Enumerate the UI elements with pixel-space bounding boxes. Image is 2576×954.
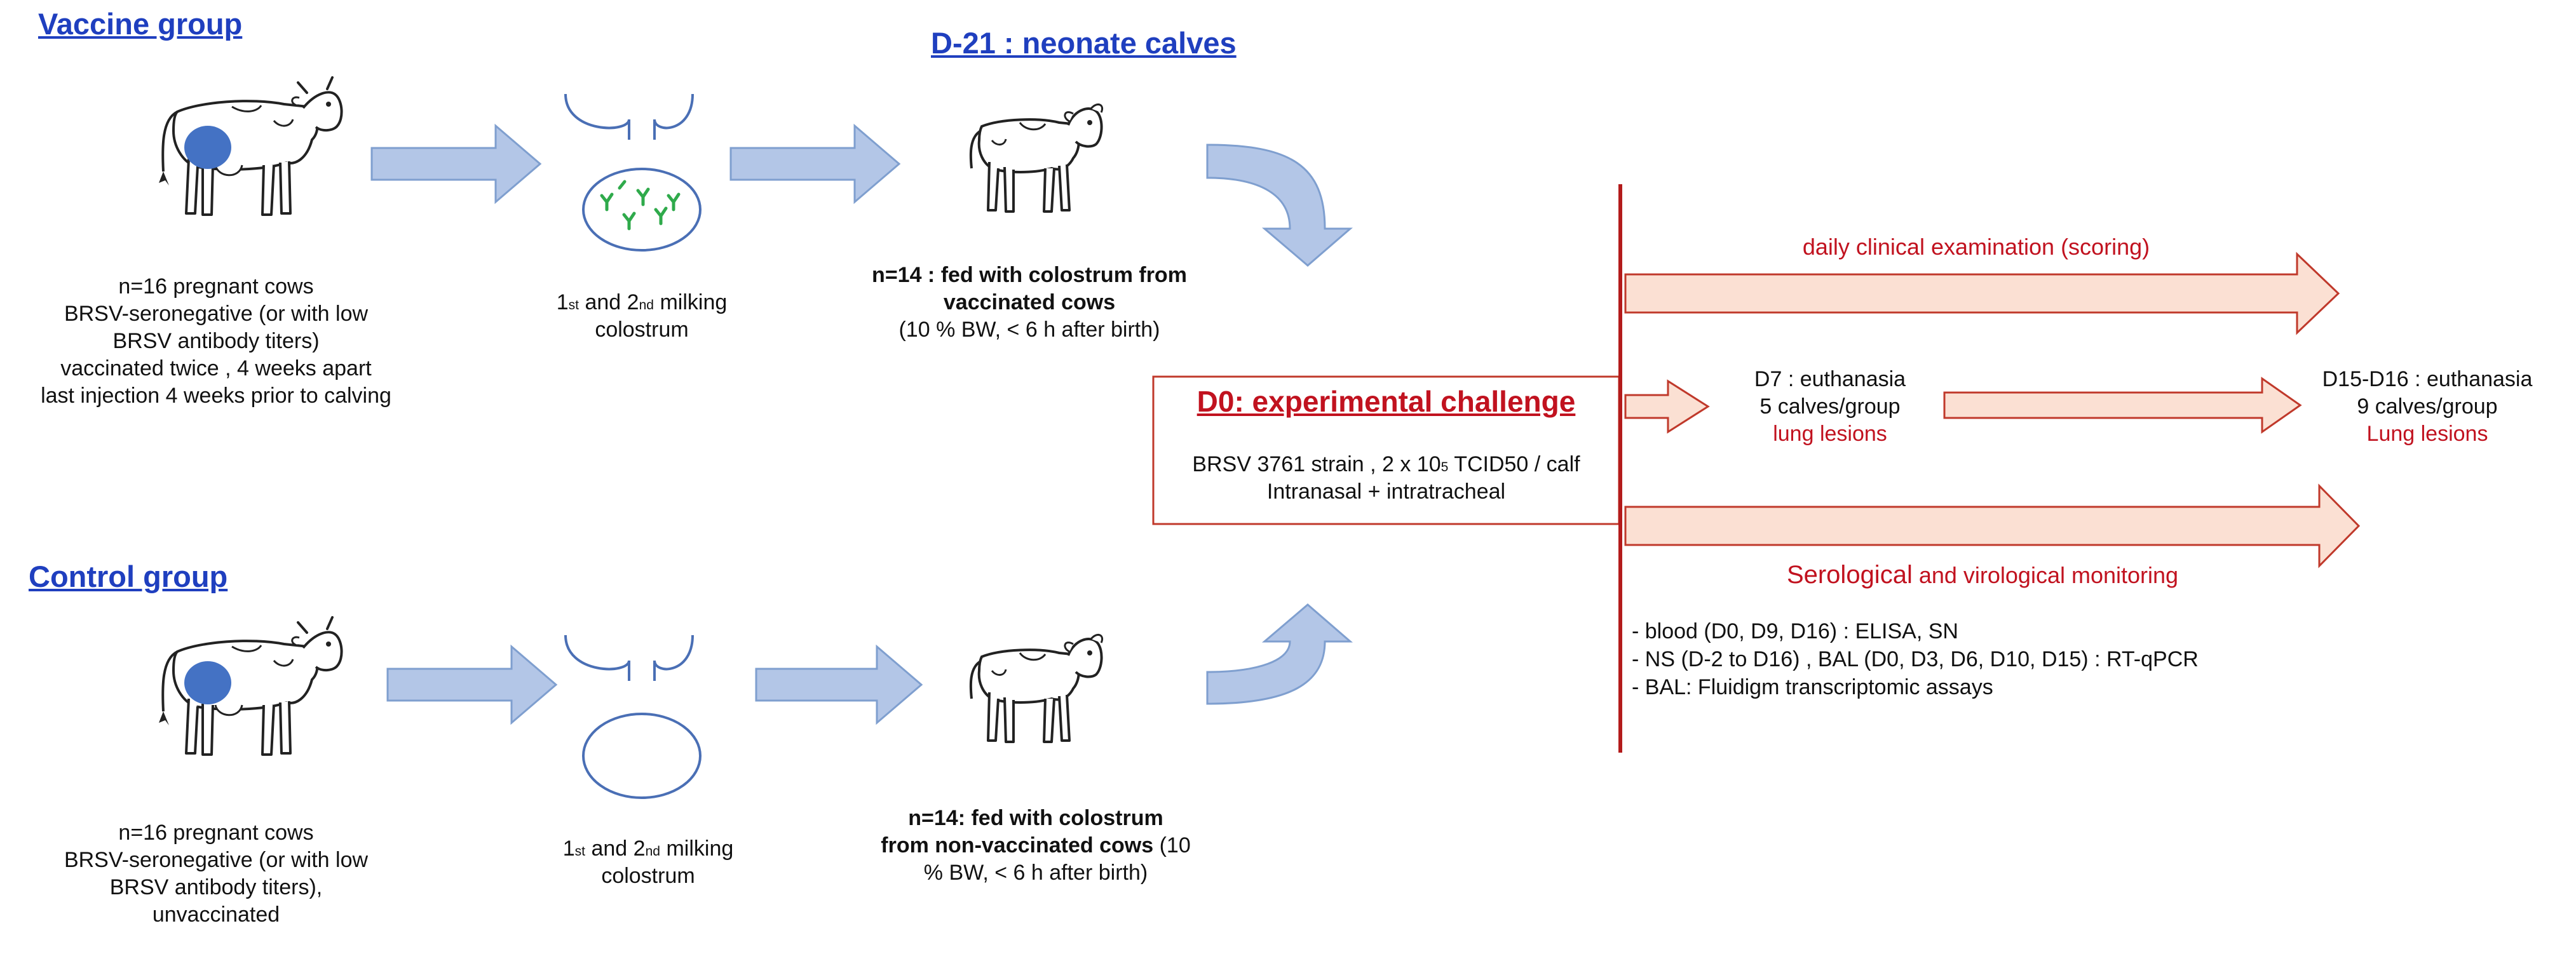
neonate-calves-title: D-21 : neonate calves — [931, 26, 1237, 60]
control-cow-spot — [184, 661, 231, 704]
d7-euthanasia-label: D7 : euthanasia 5 calves/group lung lesi… — [1754, 367, 1906, 446]
vaccine-cows-description: n=16 pregnant cows BRSV-seronegative (or… — [38, 273, 394, 410]
monitoring-item: - NS (D-2 to D16) , BAL (D0, D3, D6, D10… — [1632, 647, 2199, 671]
vaccine-cows-line: BRSV antibody titers) — [112, 329, 320, 353]
d15-euthanasia-label: D15-D16 : euthanasia 9 calves/group Lung… — [2322, 367, 2533, 446]
vaccine-cows-line: BRSV-seronegative (or with low — [64, 302, 369, 326]
challenge-box — [1152, 375, 1620, 525]
colostrum-container-control — [564, 635, 702, 799]
clinical-examination-label: daily clinical examination (scoring) — [1802, 234, 2150, 260]
control-cows-description: n=16 pregnant cows BRSV-seronegative (or… — [38, 819, 394, 929]
serological-monitoring-label: Serological and virological monitoring — [1786, 561, 2179, 589]
arrow-colostrum-to-calf-vaccine — [729, 123, 901, 205]
vaccine-injection-spot — [184, 126, 231, 169]
vaccine-group-title: Vaccine group — [38, 7, 243, 41]
calf-icon-vaccine — [969, 103, 1104, 213]
monitoring-list: - blood (D0, D9, D16) : ELISA, SN - NS (… — [1632, 617, 2199, 701]
control-cows-line: unvaccinated — [152, 903, 280, 927]
control-cows-line: n=16 pregnant cows — [118, 821, 314, 845]
vaccine-cows-line: last injection 4 weeks prior to calving — [41, 384, 391, 408]
arrow-colostrum-to-calf-control — [755, 644, 923, 725]
vaccine-cows-line: vaccinated twice , 4 weeks apart — [60, 356, 372, 380]
control-group-title: Control group — [29, 560, 228, 593]
colostrum-container-vaccine — [564, 93, 702, 252]
control-cows-line: BRSV-seronegative (or with low — [64, 848, 369, 872]
vaccine-cows-line: n=16 pregnant cows — [118, 274, 314, 299]
challenge-details: BRSV 3761 strain , 2 x 105 TCID50 / calf… — [1192, 452, 1580, 504]
curved-arrow-vaccine-to-challenge — [1206, 144, 1353, 267]
control-cows-line: BRSV antibody titers), — [109, 875, 323, 899]
challenge-title: D0: experimental challenge — [1196, 385, 1576, 418]
monitoring-item: - blood (D0, D9, D16) : ELISA, SN — [1632, 619, 1958, 643]
vaccine-milking-label: 1st and 2nd milking colostrum — [556, 290, 728, 342]
curved-arrow-control-to-challenge — [1206, 603, 1353, 705]
arrow-to-d7 — [1624, 379, 1710, 434]
monitoring-item: - BAL: Fluidigm transcriptomic assays — [1632, 675, 1993, 699]
arrow-clinical-examination — [1624, 252, 2340, 335]
vaccine-calves-description: n=14 : fed with colostrum from vaccinate… — [872, 263, 1187, 342]
arrow-cow-to-colostrum-control — [386, 644, 558, 725]
control-milking-label: 1st and 2nd milking colostrum — [562, 836, 734, 888]
arrow-d7-to-d15 — [1943, 377, 2302, 434]
antibody-icons — [600, 180, 681, 231]
arrow-cow-to-colostrum-vaccine — [370, 123, 542, 205]
control-calves-description: n=14: fed with colostrum from non-vaccin… — [881, 806, 1191, 885]
calf-icon-control — [969, 633, 1104, 743]
arrow-serological-monitoring — [1624, 483, 2361, 568]
